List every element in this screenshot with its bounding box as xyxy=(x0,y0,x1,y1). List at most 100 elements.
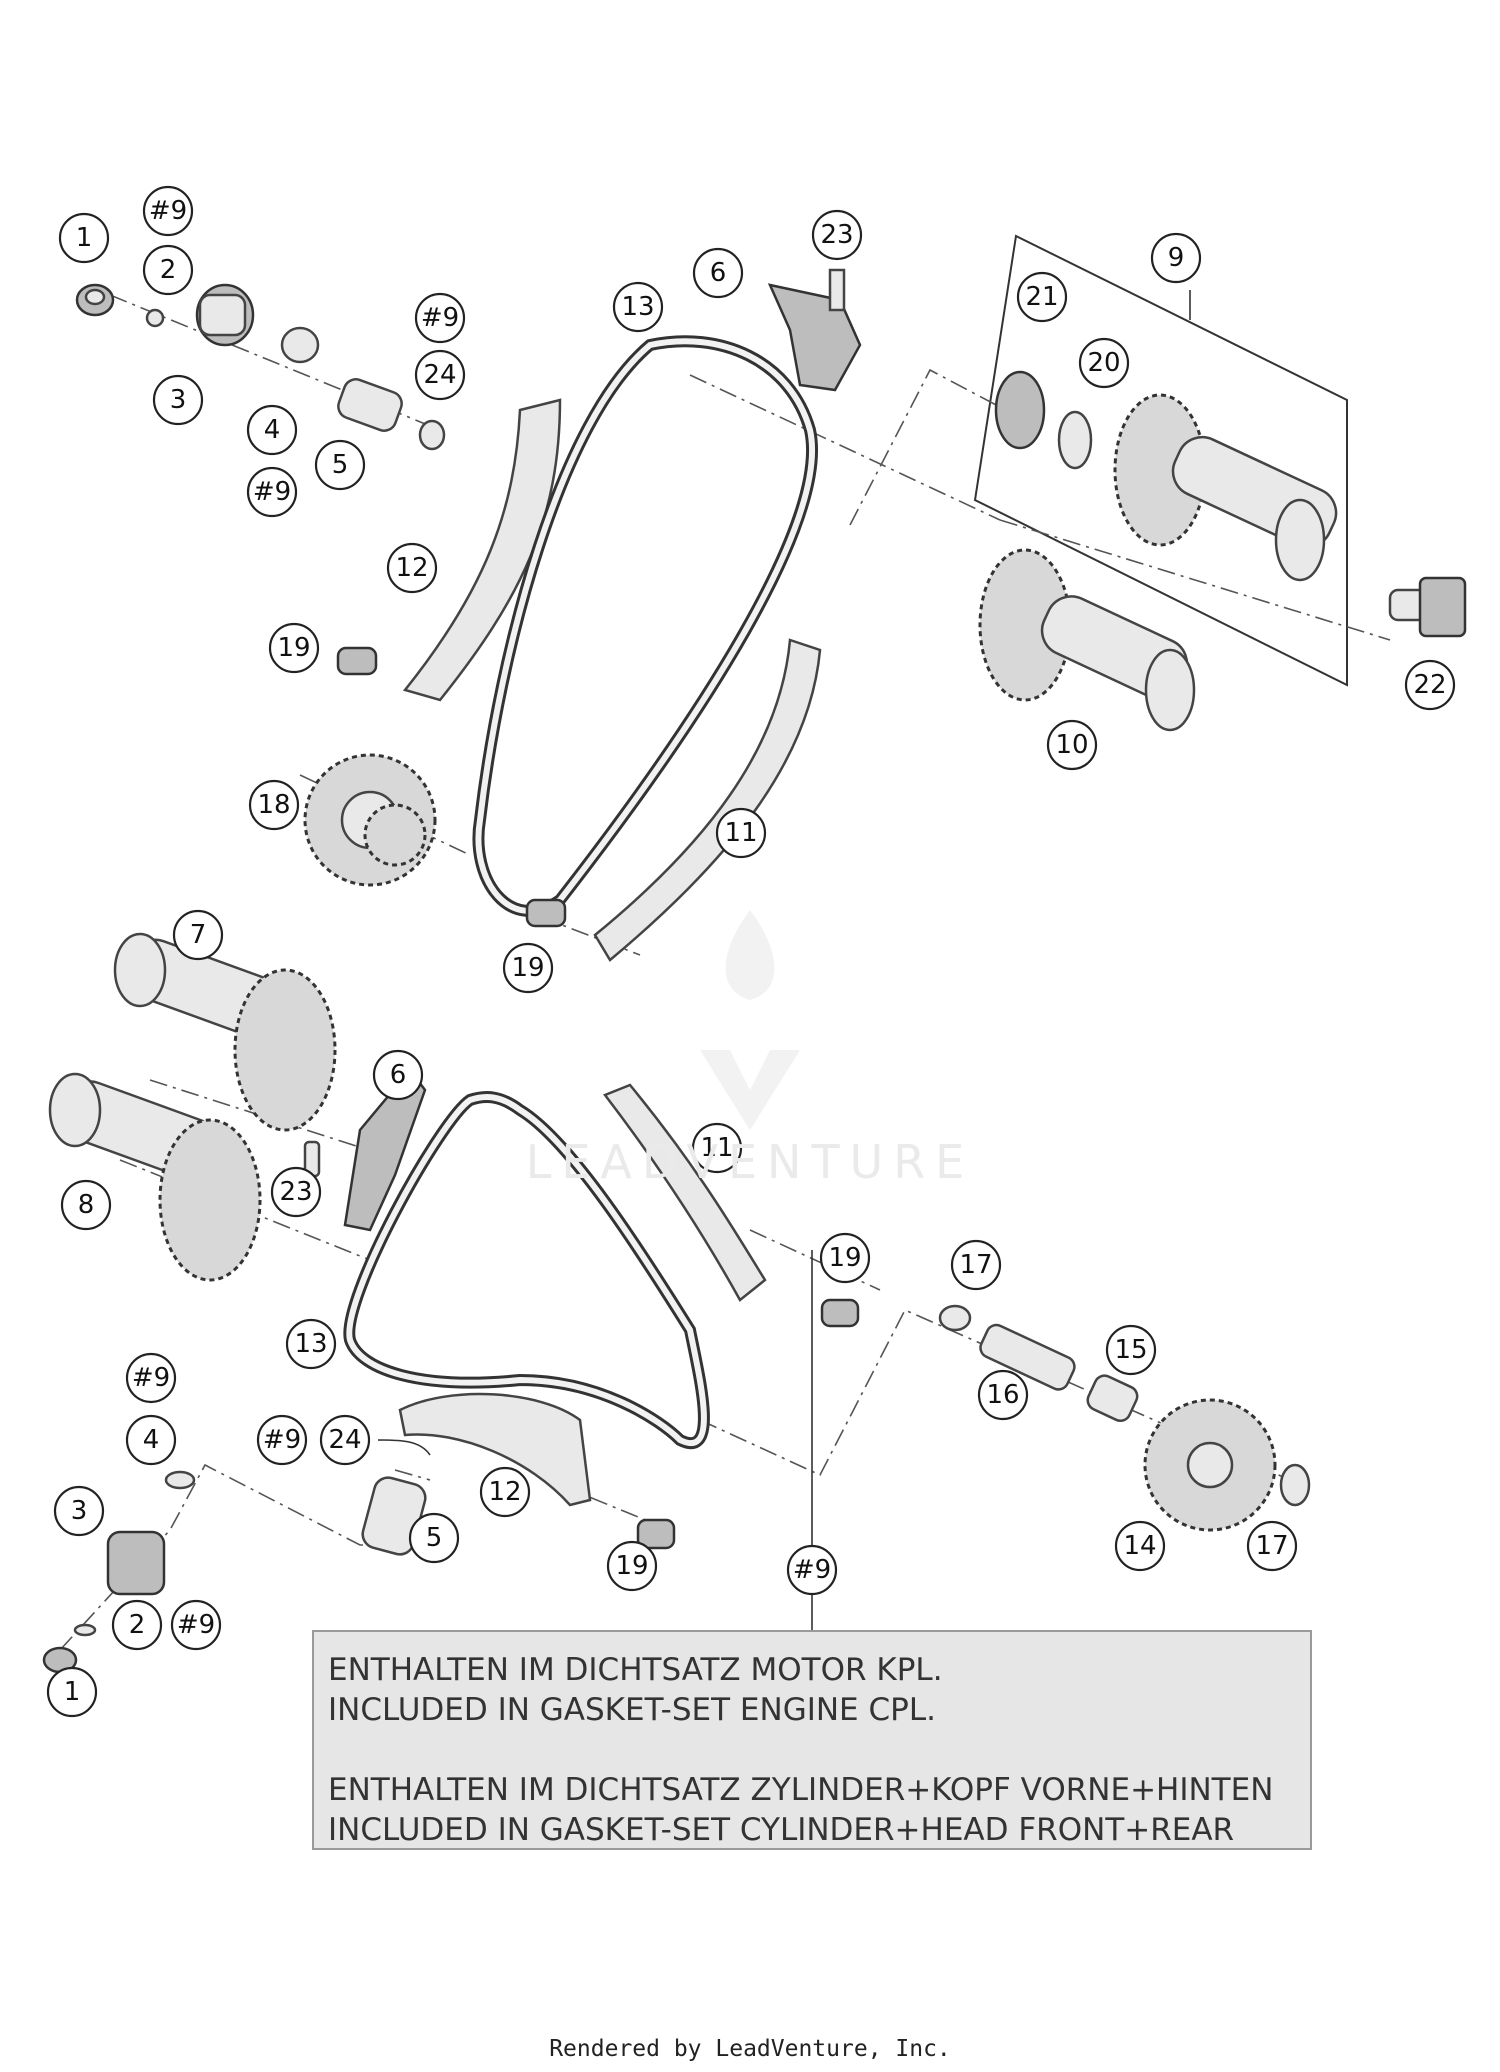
washer-17-lower xyxy=(1279,1463,1311,1507)
callout-label: #9 xyxy=(132,1363,170,1393)
callout-label: 19 xyxy=(511,953,544,983)
callout-label: #9 xyxy=(149,196,187,226)
callout-17: 17 xyxy=(950,1239,1002,1291)
callout-19: 19 xyxy=(502,942,554,994)
chain-guide-lower xyxy=(603,1083,767,1302)
callout-label: 4 xyxy=(264,415,281,445)
seal-ring-lower xyxy=(73,1623,97,1637)
callout-label: 15 xyxy=(1114,1335,1147,1365)
callout-10: 10 xyxy=(1046,719,1098,771)
callout-9: 9 xyxy=(1150,232,1202,284)
callout-19: 19 xyxy=(268,622,320,674)
callout-label: 16 xyxy=(986,1380,1019,1410)
tensioner-housing xyxy=(195,283,255,347)
callout-20: 20 xyxy=(1078,337,1130,389)
callout-18: 18 xyxy=(248,779,300,831)
note-line-1: ENTHALTEN IM DICHTSATZ MOTOR KPL. xyxy=(328,1652,943,1688)
note-gap xyxy=(328,1730,1296,1770)
callout-label: #9 xyxy=(421,303,459,333)
callout-hash-9: #9 xyxy=(414,292,466,344)
footer-credit: Rendered by LeadVenture, Inc. xyxy=(549,2036,951,2062)
callout-label: 2 xyxy=(129,1610,146,1640)
tensioner-rail-upper xyxy=(402,398,562,702)
note-box: ENTHALTEN IM DICHTSATZ MOTOR KPL. INCLUD… xyxy=(312,1630,1312,1850)
tensioner-housing-lower xyxy=(106,1530,166,1596)
callout-label: 11 xyxy=(700,1133,733,1163)
callout-2: 2 xyxy=(111,1599,163,1651)
callout-19: 19 xyxy=(819,1232,871,1284)
camshaft-group-9 xyxy=(1113,393,1338,582)
callout-label: 21 xyxy=(1025,282,1058,312)
callout-label: 13 xyxy=(621,292,654,322)
callout-14: 14 xyxy=(1114,1520,1166,1572)
callout-hash-9: #9 xyxy=(786,1544,838,1596)
callout-label: #9 xyxy=(263,1425,301,1455)
callout-label: 8 xyxy=(78,1190,95,1220)
callout-12: 12 xyxy=(386,542,438,594)
callout-label: 6 xyxy=(710,258,727,288)
callout-label: 20 xyxy=(1087,348,1120,378)
washer-small xyxy=(145,308,165,328)
callout-3: 3 xyxy=(53,1485,105,1537)
callout-22: 22 xyxy=(1404,659,1456,711)
callout-label: 3 xyxy=(71,1496,88,1526)
callout-19: 19 xyxy=(606,1540,658,1592)
callout-label: 24 xyxy=(423,360,456,390)
callout-label: 9 xyxy=(1168,243,1185,273)
callout-6: 6 xyxy=(692,247,744,299)
callout-16: 16 xyxy=(977,1369,1029,1421)
callout-label: 23 xyxy=(279,1177,312,1207)
pivot-bolt-guide-lower xyxy=(820,1298,860,1328)
washer-17-upper xyxy=(938,1304,972,1332)
callout-label: 18 xyxy=(257,790,290,820)
note-line-3: ENTHALTEN IM DICHTSATZ ZYLINDER+KOPF VOR… xyxy=(328,1772,1274,1808)
callout-label: 23 xyxy=(820,220,853,250)
callout-label: 13 xyxy=(294,1329,327,1359)
callout-label: 5 xyxy=(426,1523,443,1553)
callout-label: 5 xyxy=(332,450,349,480)
callout-3: 3 xyxy=(152,374,204,426)
callout-label: 19 xyxy=(277,633,310,663)
callout-1: 1 xyxy=(46,1666,98,1718)
callout-8: 8 xyxy=(60,1179,112,1231)
callout-6: 6 xyxy=(372,1049,424,1101)
callout-12: 12 xyxy=(479,1466,531,1518)
callout-23: 23 xyxy=(811,209,863,261)
callout-label: 3 xyxy=(170,385,187,415)
camshaft-7 xyxy=(113,932,337,1132)
callout-label: 22 xyxy=(1413,670,1446,700)
callout-label: 2 xyxy=(160,255,177,285)
callouts: 1#9234#95#924121918136239212022101119768… xyxy=(46,185,1456,1718)
bolt-23-upper xyxy=(828,268,846,312)
washer-lower xyxy=(164,1470,196,1490)
pivot-bolt-rail-lower xyxy=(636,1518,676,1550)
bushing-15 xyxy=(1086,1374,1139,1422)
callout-hash-9: #9 xyxy=(170,1599,222,1651)
cam-adjuster-21 xyxy=(994,370,1046,450)
callout-label: 12 xyxy=(488,1477,521,1507)
callout-13: 13 xyxy=(612,281,664,333)
callout-label: 12 xyxy=(395,553,428,583)
camshaft-8 xyxy=(48,1072,262,1282)
seal-ring xyxy=(418,419,446,451)
callout-1: 1 xyxy=(58,212,110,264)
callout-label: 11 xyxy=(724,818,757,848)
callout-4: 4 xyxy=(125,1414,177,1466)
pivot-bolt-guide-upper xyxy=(525,898,567,928)
callout-label: 10 xyxy=(1055,730,1088,760)
callout-hash-9: #9 xyxy=(246,466,298,518)
callout-label: 1 xyxy=(76,223,93,253)
callout-hash-9: #9 xyxy=(142,185,194,237)
callout-hash-9: #9 xyxy=(256,1414,308,1466)
callout-label: 6 xyxy=(390,1060,407,1090)
callout-label: 7 xyxy=(190,920,207,950)
chain-guide-upper xyxy=(593,638,822,962)
callout-5: 5 xyxy=(408,1512,460,1564)
callout-7: 7 xyxy=(172,909,224,961)
callout-label: #9 xyxy=(253,477,291,507)
camshaft-10 xyxy=(978,548,1196,732)
shaft-16 xyxy=(979,1323,1076,1391)
callout-21: 21 xyxy=(1016,271,1068,323)
callout-11: 11 xyxy=(715,807,767,859)
